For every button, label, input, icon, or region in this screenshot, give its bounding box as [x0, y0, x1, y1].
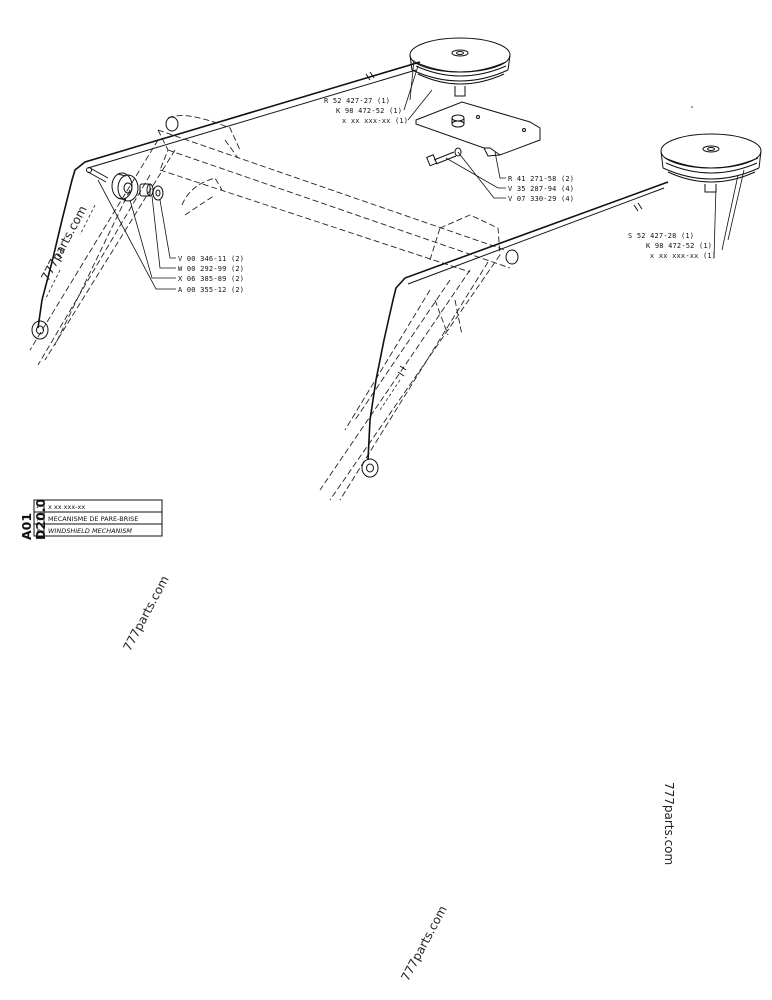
watermark-text: 777parts.com: [38, 203, 89, 283]
part-label: R 41 271-58 (2): [508, 175, 574, 183]
col-e: E: [37, 529, 40, 535]
part-label: V 00 346-11 (2): [178, 255, 244, 263]
part-label: x xx xxx-xx (1): [342, 117, 408, 125]
watermarks: 777parts.com 777parts.com 777parts.com 7…: [38, 203, 676, 983]
watermark-text: 777parts.com: [120, 573, 171, 653]
svg-text:•: •: [36, 505, 39, 511]
part-label: X 06 385-89 (2): [178, 275, 244, 283]
part-label: K 98 472-52 (1): [646, 242, 712, 250]
labels-bracket: R 41 271-58 (2) V 35 287-94 (4) V 07 330…: [508, 175, 574, 203]
title-ref: x xx xxx-xx: [48, 503, 85, 511]
part-label: W 00 292-99 (2): [178, 265, 244, 273]
corner-pulleys: [31, 116, 519, 478]
part-label: x xx xxx-xx (1): [650, 252, 716, 260]
part-label: K 98 472-52 (1): [336, 107, 402, 115]
title-name-en: WINDSHIELD MECHANISM: [48, 527, 132, 535]
leader-lines: [97, 59, 745, 290]
labels-top: R 52 427-27 (1) K 98 472-52 (1) x xx xxx…: [324, 97, 408, 125]
part-label: A 00 355-12 (2): [178, 286, 244, 294]
watermark-text: 777parts.com: [398, 903, 449, 983]
title-name-fr: MECANISME DE PARE-BRISE: [48, 515, 138, 523]
labels-right: S 52 427-28 (1) K 98 472-52 (1) x xx xxx…: [628, 232, 716, 260]
watermark-text: 777parts.com: [662, 782, 676, 865]
part-label: S 52 427-28 (1): [628, 232, 694, 240]
left-roller-parts: [86, 167, 164, 202]
part-label: V 35 287-94 (4): [508, 185, 574, 193]
col-f: F: [37, 517, 40, 523]
labels-left: V 00 346-11 (2) W 00 292-99 (2) X 06 385…: [178, 255, 244, 294]
right-drive-pulley: [660, 133, 762, 193]
mounting-bracket: [415, 101, 541, 167]
part-label: R 52 427-27 (1): [324, 97, 390, 105]
speck: [691, 106, 693, 108]
part-label: V 07 330-29 (4): [508, 195, 574, 203]
cab-frame-dashed: [29, 115, 511, 501]
wiper-cables: [37, 61, 669, 461]
drawing-code-line1: A01: [19, 513, 34, 540]
title-table: • F E x xx xxx-xx MECANISME DE PARE-BRIS…: [33, 499, 163, 537]
top-drive-pulley: [409, 37, 511, 97]
